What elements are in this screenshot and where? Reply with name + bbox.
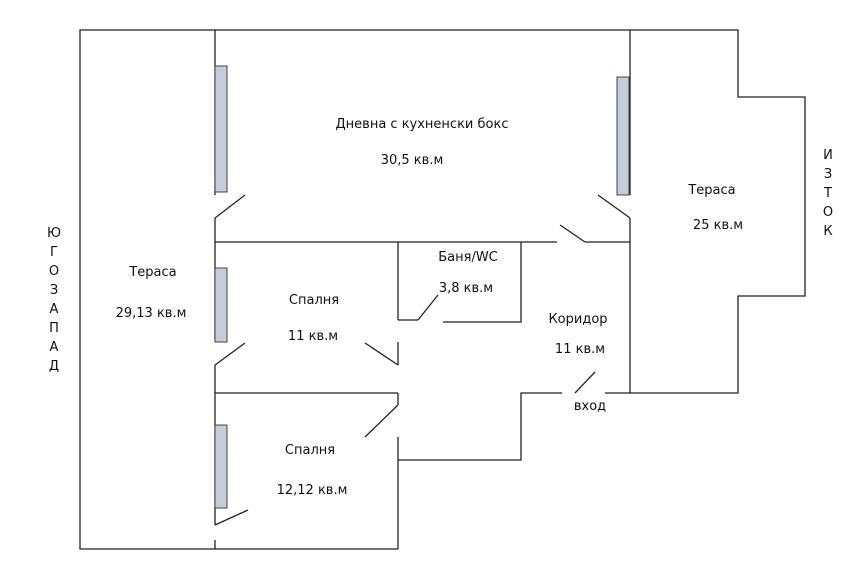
corridor-name: Коридор [548,312,607,327]
southwest-letter: Ю [47,226,61,241]
orientation-east: И З Т О К [823,148,833,239]
west-terrace-area: 29,13 кв.м [116,306,187,321]
southwest-letter: П [49,321,59,336]
living-room-name: Дневна с кухненски бокс [336,117,509,132]
interior-walls [214,30,631,525]
east-letter: И [823,148,833,163]
southwest-letter: З [50,283,58,298]
bedroom2-area: 12,12 кв.м [277,483,348,498]
bathroom-area: 3,8 кв.м [439,281,493,296]
living-room-area: 30,5 кв.м [381,153,444,168]
east-letter: З [824,167,832,182]
bedroom2-name: Спалня [285,443,335,458]
east-letter: К [823,224,832,239]
southwest-letter: А [50,340,59,355]
west-terrace-name: Тераса [128,265,176,280]
bedroom1-area: 11 кв.м [288,329,338,344]
corridor-area: 11 кв.м [555,342,605,357]
southwest-letter: Г [50,245,58,260]
entrance-label: вход [574,399,606,414]
east-letter: О [823,205,833,220]
southwest-letter: А [50,302,59,317]
doors [214,194,631,526]
outer-walls [79,29,806,550]
southwest-letter: Д [49,359,59,374]
windows [214,65,630,509]
orientation-southwest: Ю Г О З А П А Д [47,226,61,374]
east-terrace-area: 25 кв.м [693,218,743,233]
bedroom1-name: Спалня [289,293,339,308]
east-terrace-name: Тераса [687,183,735,198]
southwest-letter: О [49,264,59,279]
bathroom-name: Баня/WC [438,250,498,265]
east-letter: Т [823,186,832,201]
